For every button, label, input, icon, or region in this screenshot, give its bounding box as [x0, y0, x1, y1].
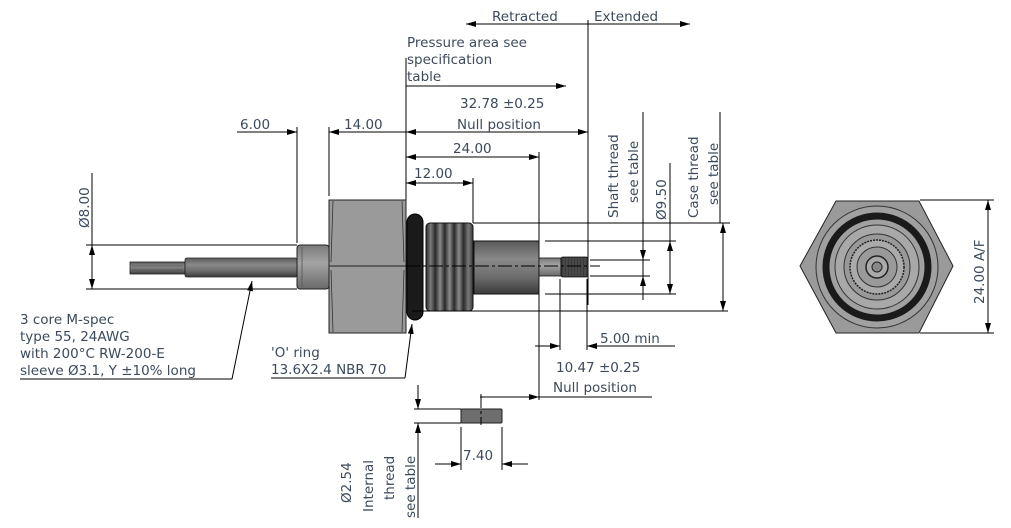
svg-text:sleeve Ø3.1, Y ±10% long: sleeve Ø3.1, Y ±10% long [20, 363, 196, 379]
dim-shaft-thread: Shaft thread see table [590, 112, 650, 300]
svg-text:12.00: 12.00 [414, 166, 453, 182]
shaft [538, 257, 562, 277]
transducer-end-view [799, 200, 954, 334]
svg-text:specification: specification [407, 52, 492, 68]
case-thread [425, 222, 474, 312]
insert-detail: 7.40 Ø2.54 Internal thread see table [339, 385, 528, 518]
svg-text:24.00 A/F: 24.00 A/F [972, 240, 988, 305]
dim-thread-length: 12.00 [406, 166, 730, 224]
o-ring-end [822, 212, 932, 322]
hex-body [328, 199, 407, 334]
svg-text:Null position: Null position [553, 380, 637, 396]
svg-text:see table: see table [626, 141, 642, 203]
svg-text:see table: see table [403, 456, 419, 518]
svg-text:Ø8.00: Ø8.00 [77, 187, 93, 228]
dim-cable-diameter: Ø8.00 [77, 173, 297, 290]
cable-note: 3 core M-spec type 55, 24AWG with 200°C … [20, 280, 253, 380]
stroke-direction-indicator: Retracted Extended [466, 9, 690, 305]
dim-case-thread: Case thread see table [412, 112, 728, 312]
dim-hex-length: 14.00 [329, 117, 406, 133]
svg-text:Ø9.50: Ø9.50 [654, 179, 670, 220]
svg-text:6.00: 6.00 [240, 117, 270, 133]
dim-thread-min: 5.00 min [535, 279, 675, 350]
svg-text:'O' ring: 'O' ring [271, 345, 320, 361]
svg-text:with 200°C RW-200-E: with 200°C RW-200-E [20, 346, 165, 362]
svg-text:thread: thread [382, 456, 398, 500]
extended-label: Extended [594, 9, 658, 25]
cable-sleeve [184, 257, 298, 278]
o-ring [406, 213, 424, 321]
pressure-area-note: Pressure area see specification table [406, 35, 566, 89]
transducer-side-view [129, 199, 600, 334]
svg-text:Pressure area see: Pressure area see [407, 35, 527, 51]
dim-cable-gland: 6.00 [237, 117, 341, 243]
svg-text:10.47 ±0.25: 10.47 ±0.25 [556, 360, 640, 376]
svg-text:3 core M-spec: 3 core M-spec [20, 312, 114, 328]
svg-text:5.00 min: 5.00 min [600, 331, 660, 347]
svg-text:Shaft thread: Shaft thread [606, 134, 622, 218]
svg-text:32.78 ±0.25: 32.78 ±0.25 [460, 96, 544, 112]
svg-text:see table: see table [706, 143, 722, 205]
svg-text:24.00: 24.00 [453, 141, 492, 157]
o-ring-note: 'O' ring 13.6X2.4 NBR 70 [271, 323, 414, 379]
body-cylinder [473, 240, 540, 295]
dim-hex-af: 24.00 A/F [920, 199, 994, 334]
svg-text:Ø2.54: Ø2.54 [339, 462, 355, 503]
dim-null-position-body: 32.78 ±0.25 Null position [405, 58, 588, 200]
svg-text:14.00: 14.00 [344, 117, 383, 133]
cable-wires [129, 261, 186, 275]
svg-text:7.40: 7.40 [463, 448, 493, 464]
dim-null-position-shaft: 10.47 ±0.25 Null position [480, 360, 652, 400]
shaft-thread [560, 256, 589, 278]
svg-text:type 55, 24AWG: type 55, 24AWG [20, 329, 130, 345]
svg-text:Case thread: Case thread [686, 136, 702, 218]
svg-text:13.6X2.4 NBR 70: 13.6X2.4 NBR 70 [271, 362, 386, 378]
svg-text:Internal: Internal [361, 460, 377, 512]
svg-text:Null position: Null position [457, 117, 541, 133]
dim-shaft-diameter: Ø9.50 [545, 163, 676, 295]
svg-text:table: table [407, 69, 441, 85]
retracted-label: Retracted [492, 9, 558, 25]
